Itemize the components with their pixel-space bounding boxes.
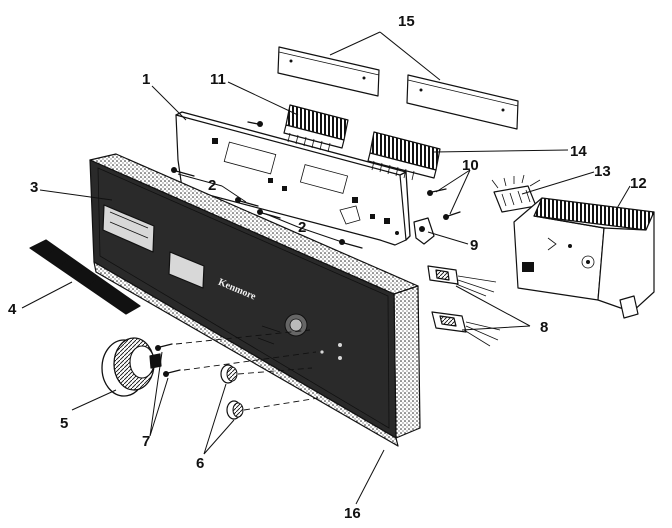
small-screws bbox=[427, 188, 461, 220]
callout-12: 12 bbox=[630, 175, 647, 192]
alignment-lines bbox=[175, 329, 319, 411]
control-panel bbox=[89, 153, 421, 447]
callout-3: 3 bbox=[30, 179, 38, 196]
control-knob bbox=[101, 337, 162, 397]
callout-10: 10 bbox=[462, 157, 479, 174]
callout-16: 16 bbox=[344, 505, 361, 522]
knob-screws bbox=[155, 343, 181, 377]
callout-labels: 15 1 11 14 3 2 2 10 9 13 12 8 4 5 7 6 16 bbox=[8, 13, 647, 522]
callout-2-upper: 2 bbox=[208, 177, 216, 194]
screw-top bbox=[247, 121, 263, 127]
callout-6: 6 bbox=[196, 455, 204, 472]
callout-11: 11 bbox=[210, 71, 226, 88]
callout-1: 1 bbox=[142, 71, 150, 88]
callout-13: 13 bbox=[594, 163, 611, 180]
callout-15: 15 bbox=[398, 13, 415, 30]
door-switch-lower bbox=[431, 311, 501, 347]
switch-assembly-left bbox=[283, 104, 349, 153]
trim-strip-left bbox=[277, 46, 380, 97]
callout-7: 7 bbox=[142, 433, 150, 450]
callout-5: 5 bbox=[60, 415, 68, 432]
callout-2-lower: 2 bbox=[298, 219, 306, 236]
pushbutton-strip bbox=[29, 239, 141, 315]
grommets bbox=[220, 364, 244, 420]
callout-8: 8 bbox=[540, 319, 548, 336]
door-switch-upper bbox=[427, 265, 497, 297]
callout-9: 9 bbox=[470, 237, 478, 254]
trim-strip-right bbox=[406, 74, 519, 130]
callout-4: 4 bbox=[8, 301, 17, 318]
leader-lines bbox=[21, 31, 631, 505]
timer-unit bbox=[513, 197, 655, 319]
switch-assembly-right bbox=[367, 131, 441, 181]
wire-clip bbox=[413, 217, 435, 245]
callout-14: 14 bbox=[570, 143, 587, 160]
